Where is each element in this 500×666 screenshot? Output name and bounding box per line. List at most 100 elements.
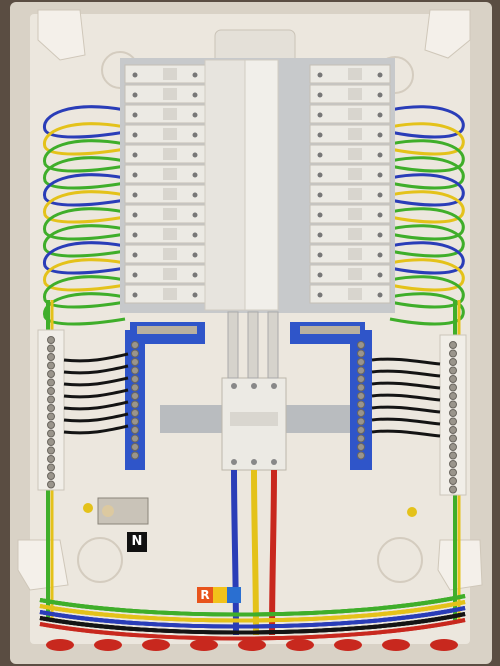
wire-loop xyxy=(43,139,126,173)
breaker-toggle xyxy=(163,268,177,280)
breaker-screw xyxy=(317,72,323,78)
breaker-screw xyxy=(192,172,198,178)
wire-loop xyxy=(389,173,465,207)
terminal-screw xyxy=(357,443,365,451)
wire-loop xyxy=(43,122,126,156)
wire-loop xyxy=(389,241,465,275)
terminal-screw xyxy=(131,451,139,460)
breaker-screw xyxy=(192,92,198,98)
bottom-wire xyxy=(39,594,466,617)
black-wire xyxy=(63,412,129,423)
terminal-screw xyxy=(449,477,457,485)
terminal-screw xyxy=(131,349,139,358)
terminal-screw xyxy=(251,459,257,465)
terminal-screw xyxy=(449,409,457,417)
terminal-screw xyxy=(47,429,55,438)
terminal-screw xyxy=(357,451,365,460)
terminal-screw xyxy=(357,417,365,426)
breaker-toggle xyxy=(348,208,362,220)
black-wire xyxy=(371,369,441,378)
breaker-screw xyxy=(377,292,383,298)
wire-loop xyxy=(43,190,126,224)
neutral-bar-right xyxy=(300,326,360,334)
left-terminal-screws xyxy=(47,336,55,489)
wire-loop xyxy=(43,156,126,190)
terminal-screw xyxy=(357,434,365,443)
terminal-screw xyxy=(47,472,55,480)
breaker-screw xyxy=(317,272,323,278)
breaker-screw xyxy=(132,72,138,78)
breaker-screw xyxy=(317,232,323,238)
bus-link xyxy=(247,311,259,379)
breaker-screw xyxy=(192,192,198,198)
terminal-screw xyxy=(47,455,55,463)
knockout-circle xyxy=(377,537,423,583)
bus-link xyxy=(267,311,279,379)
breaker-toggle xyxy=(163,68,177,80)
breaker-screw xyxy=(317,132,323,138)
terminal-screw xyxy=(449,434,457,443)
terminal-screw xyxy=(271,383,277,389)
breaker-screw xyxy=(317,172,323,178)
wire-loop xyxy=(43,241,126,275)
cable-grommet xyxy=(334,639,362,651)
wire-loop xyxy=(43,207,126,241)
wire-loop xyxy=(389,156,465,190)
terminal-screw xyxy=(449,426,457,434)
breaker-screw xyxy=(377,232,383,238)
breaker-screw xyxy=(377,212,383,218)
terminal-screw xyxy=(357,392,365,400)
breaker-screw xyxy=(132,92,138,98)
terminal-screw xyxy=(251,383,257,389)
wire-loop xyxy=(389,190,465,224)
breaker-toggle xyxy=(348,228,362,240)
cable-grommet xyxy=(190,639,218,651)
wire-loop xyxy=(43,275,126,309)
earth-symbol-sticker xyxy=(83,503,93,513)
cable-grommet xyxy=(286,639,314,651)
black-wire xyxy=(63,400,129,411)
terminal-screw xyxy=(47,446,55,455)
terminal-screw xyxy=(357,341,365,349)
breaker-screw xyxy=(132,192,138,198)
breaker-screw xyxy=(317,92,323,98)
black-wire xyxy=(63,376,129,387)
wire-loop xyxy=(389,105,465,139)
terminal-screw xyxy=(47,344,55,353)
cable-grommet xyxy=(46,639,74,651)
breaker-toggle xyxy=(163,288,177,300)
right-breaker-bank xyxy=(309,64,391,304)
neutral-label: N xyxy=(127,532,147,552)
phase-r-label: R xyxy=(197,587,213,603)
terminal-screw xyxy=(131,434,139,443)
terminal-screw xyxy=(449,485,457,494)
black-wire xyxy=(63,424,129,435)
bottom-wire xyxy=(39,618,466,641)
wire-loop xyxy=(389,275,465,309)
black-wire-bundle xyxy=(63,352,441,438)
terminal-screw xyxy=(231,383,237,389)
black-wire xyxy=(371,393,441,402)
earth-clamp-screw xyxy=(102,505,114,517)
terminal-screw xyxy=(449,468,457,477)
breaker-toggle xyxy=(163,208,177,220)
terminal-screw xyxy=(131,383,139,392)
bottom-wire-bundle xyxy=(39,594,466,641)
breaker-screw xyxy=(192,212,198,218)
terminal-screw xyxy=(449,366,457,375)
breaker-screw xyxy=(192,232,198,238)
bottom-wire xyxy=(39,600,466,623)
breaker-screw xyxy=(377,132,383,138)
terminal-screw xyxy=(449,417,457,426)
breaker-screw xyxy=(192,112,198,118)
breaker-screw xyxy=(132,172,138,178)
terminal-screw xyxy=(47,387,55,395)
wire-loop xyxy=(389,258,465,292)
terminal-screw xyxy=(357,426,365,434)
breaker-screw xyxy=(377,252,383,258)
breaker-screw xyxy=(377,92,383,98)
wire-loop xyxy=(389,207,465,241)
black-wire xyxy=(371,357,441,366)
breaker-screw xyxy=(377,72,383,78)
